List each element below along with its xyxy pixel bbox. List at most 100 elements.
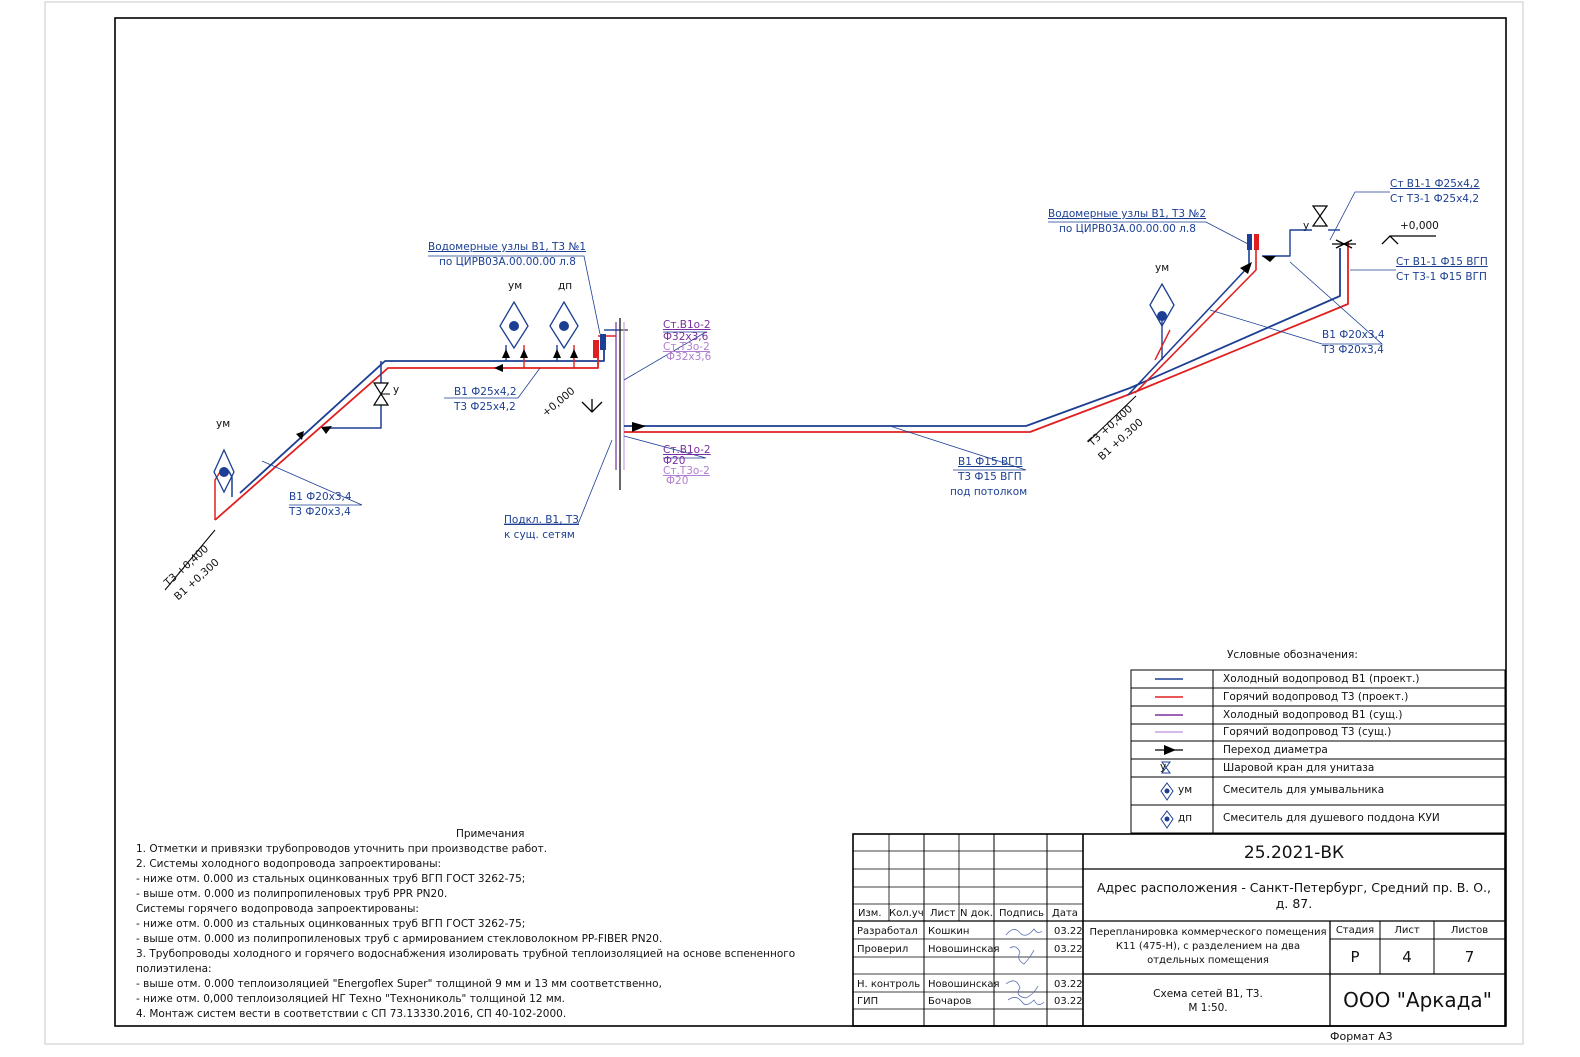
mixer-left-label: ум <box>216 418 231 430</box>
mixer-right-icon <box>1149 282 1175 328</box>
note-line: - выше отм. 0.000 теплоизоляцией "Energo… <box>136 978 662 990</box>
riser-b1-bot-label: Ст.В1о-2 <box>663 444 711 456</box>
note-line: - выше отм. 0.000 из полипропиленовых тр… <box>136 888 448 900</box>
note-line: 1. Отметки и привязки трубопроводов уточ… <box>136 843 548 855</box>
stamp-name: Бочаров <box>928 996 972 1007</box>
water-meter-2-label: Водомерные узлы В1, Т3 №2 <box>1048 208 1207 220</box>
pipe-b1-25-label: В1 Ф25х4,2 <box>454 386 517 398</box>
sheet-header: Лист <box>1394 925 1420 936</box>
col-podp: Подпись <box>999 908 1044 919</box>
connection-label-2: к сущ. сетям <box>504 529 575 541</box>
mixer-dp-label: дп <box>558 280 573 292</box>
stamp-role: Разработал <box>857 926 918 937</box>
note-line: 4. Монтаж систем вести в соответствии с … <box>136 1008 567 1020</box>
riser-b1-25-label: Ст В1-1 Ф25х4,2 <box>1390 178 1480 190</box>
project-line-1: Перепланировка коммерческого помещения <box>1089 927 1327 938</box>
stamp-name: Кошкин <box>928 926 970 937</box>
valve-right-icon <box>1311 205 1329 227</box>
legend-item: Горячий водопровод Т3 (проект.) <box>1223 691 1409 703</box>
hot-pipe-main <box>624 242 1349 433</box>
fixtures <box>164 205 1436 591</box>
riser-t3-top-label: Ст.Т3о-2 <box>663 341 710 353</box>
valve-left-icon <box>372 382 390 406</box>
note-line: Системы горячего водопровода запроектиро… <box>136 903 419 915</box>
pipe-t3-15-label: Т3 Ф15 ВГП <box>958 471 1022 483</box>
sheets-header: Листов <box>1450 925 1489 936</box>
riser-t3-25-label: Ст Т3-1 Ф25х4,2 <box>1390 193 1479 205</box>
note-line: - ниже отм. 0.000 из стальных оцинкованн… <box>136 918 526 930</box>
format-label: Формат А3 <box>1330 1030 1393 1043</box>
legend-title: Условные обозначения: <box>1227 649 1358 661</box>
sheet-value: 4 <box>1402 948 1412 966</box>
riser-b1-bot-dia: Ф20 <box>663 455 686 467</box>
pipe-b1-20-left-label: В1 Ф20х3,4 <box>289 491 352 503</box>
level-right-label: +0,000 <box>1400 220 1439 232</box>
riser-b1-15-label: Ст В1-1 Ф15 ВГП <box>1396 256 1488 268</box>
leader-lines <box>261 191 1396 525</box>
project-line-3: отдельных помещения <box>1147 955 1269 966</box>
water-meter-1-icon <box>593 334 606 358</box>
reducer-arrows <box>296 256 1276 440</box>
level-marks <box>581 235 1436 413</box>
notes-title: Примечания <box>456 828 525 840</box>
note-line: полиэтилена: <box>136 963 212 975</box>
connection-label: Подкл. В1, Т3 <box>504 514 579 526</box>
legend-sym-valve: у <box>1160 761 1167 773</box>
riser-t3-bot-label: Ст.Т3о-2 <box>663 465 710 477</box>
stamp-name: Новошинская <box>928 979 1000 990</box>
project-line-2: К11 (475-Н), с разделением на два <box>1115 941 1301 952</box>
note-line: - ниже отм. 0.000 из стальных оцинкованн… <box>136 873 526 885</box>
pipe-network <box>214 229 1349 521</box>
address-line-2: д. 87. <box>1275 896 1313 911</box>
legend-sym-um: ум <box>1178 784 1193 796</box>
note-line: - выше отм. 0.000 из полипропиленовых тр… <box>136 933 663 945</box>
note-line: 3. Трубопроводы холодного и горячего вод… <box>136 948 796 960</box>
mixer-um-icon <box>499 300 529 350</box>
pipe-t3-20-right-label: Т3 Ф20х3,4 <box>1322 344 1384 356</box>
legend-item: Холодный водопровод В1 (проект.) <box>1223 673 1420 685</box>
stamp-name: Новошинская <box>928 944 1000 955</box>
mixer-dp-icon <box>549 300 579 350</box>
cold-pipe-left <box>239 342 605 494</box>
drawing-title-1: Схема сетей В1, Т3. <box>1153 988 1263 1000</box>
water-meter-2-ref: по ЦИРВ03А.00.00.00 л.8 <box>1059 223 1196 235</box>
stage-header: Стадия <box>1335 925 1375 936</box>
stamp-date: 03.22 <box>1054 979 1083 990</box>
stage-value: Р <box>1350 948 1360 966</box>
stamp-date: 03.22 <box>1054 926 1083 937</box>
legend-item: Смеситель для умывальника <box>1223 784 1385 796</box>
col-ndok: N док. <box>960 908 993 919</box>
riser-t3-bot-dia: Ф20 <box>666 475 689 487</box>
company-name: ООО "Аркада" <box>1343 988 1492 1012</box>
valve-left-label: у <box>393 384 400 396</box>
riser-t3-15-label: Ст Т3-1 Ф15 ВГП <box>1396 271 1487 283</box>
mixer-right-label: ум <box>1155 262 1170 274</box>
pipe-b1-20-right-label: В1 Ф20х3,4 <box>1322 329 1385 341</box>
pipe-t3-25-label: Т3 Ф25х4,2 <box>454 401 516 413</box>
legend-item: Шаровой кран для унитаза <box>1223 762 1375 774</box>
col-data: Дата <box>1052 908 1078 919</box>
water-meter-1-ref: по ЦИРВ03А.00.00.00 л.8 <box>439 256 576 268</box>
hot-pipe-left <box>214 345 599 521</box>
stamp-date: 03.22 <box>1054 944 1083 955</box>
riser-t3-top-dia: Ф32х3,6 <box>666 351 712 363</box>
pipe-t3-20-left-label: Т3 Ф20х3,4 <box>289 506 351 518</box>
doc-code: 25.2021-ВК <box>1243 843 1345 863</box>
legend-symbols <box>1155 678 1183 829</box>
mixer-um-label: ум <box>508 280 523 292</box>
col-list: Лист <box>930 908 956 919</box>
legend-item: Смеситель для душевого поддона КУИ <box>1223 812 1440 824</box>
stamp-role: Н. контроль <box>857 979 921 990</box>
mixer-left-icon <box>213 448 235 494</box>
stamp-role: Проверил <box>857 944 909 955</box>
legend-item: Переход диаметра <box>1223 744 1328 756</box>
note-line: 2. Системы холодного водопровода запроек… <box>136 858 442 870</box>
title-block <box>852 833 1506 1027</box>
water-meter-2-icon <box>1247 234 1259 250</box>
signatures <box>1005 928 1045 1005</box>
water-meter-1-label: Водомерные узлы В1, Т3 №1 <box>428 241 587 253</box>
drawing-title-2: М 1:50. <box>1188 1002 1228 1014</box>
note-line: - ниже отм. 0,000 теплоизоляцией НГ Техн… <box>136 993 566 1005</box>
